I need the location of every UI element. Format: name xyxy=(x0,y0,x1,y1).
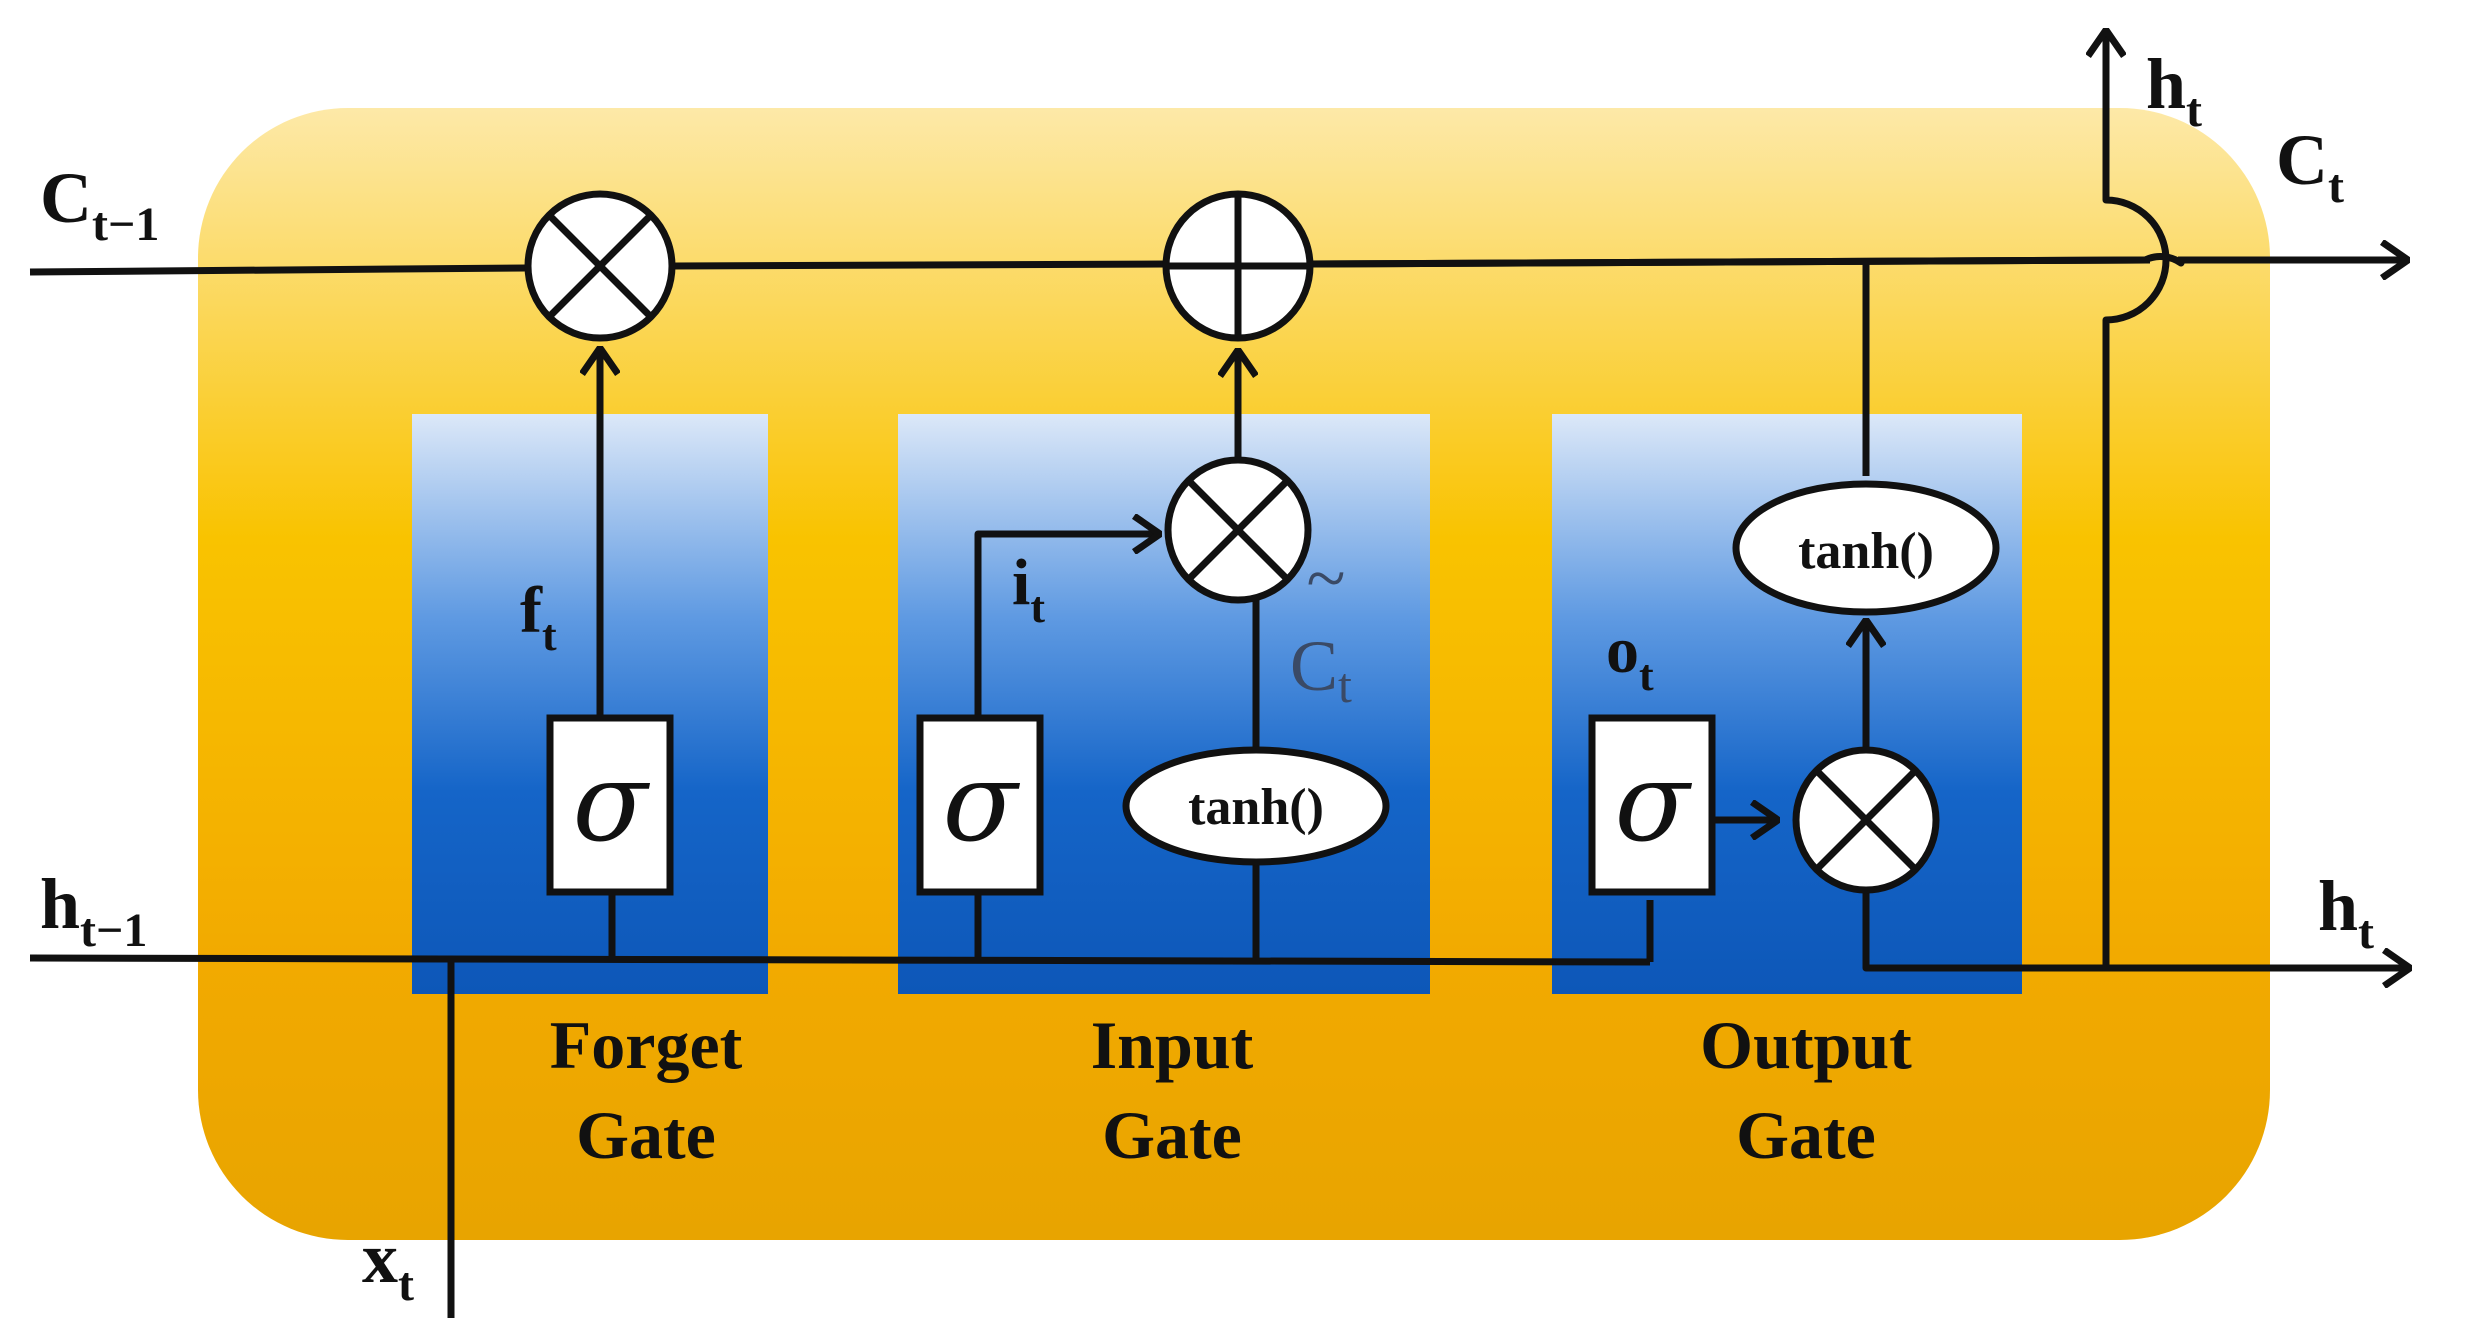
hidden-state-line-in xyxy=(29,954,1651,966)
output-gate-title: Output xyxy=(1700,1007,1912,1083)
multiply-icon xyxy=(1813,767,1919,873)
output-tanh-label: tanh() xyxy=(1798,523,1934,580)
input-sigma-symbol: σ xyxy=(942,738,1020,866)
input-gate-title: Input xyxy=(1091,1007,1254,1083)
output-tanh-node: tanh() xyxy=(1732,480,2000,616)
input-gate-panel xyxy=(898,414,1430,994)
forget-gate-title: Forget xyxy=(550,1007,743,1083)
output-sigma-box: σ xyxy=(1588,714,1716,896)
x-input-label: xt xyxy=(362,1218,414,1311)
input-gate-title-2: Gate xyxy=(1102,1097,1242,1173)
input-tanh-label: tanh() xyxy=(1188,779,1324,836)
cell-state-line-mid xyxy=(673,260,1167,270)
multiply-icon xyxy=(1185,477,1291,583)
hidden-top-label: ht xyxy=(2146,44,2202,137)
output-multiply-node xyxy=(1792,746,1940,894)
cell-out-label: Ct xyxy=(2276,120,2344,213)
multiply-icon xyxy=(546,212,654,320)
input-sigma-box: σ xyxy=(916,714,1044,896)
hidden-state-line-out xyxy=(1862,890,2410,968)
hidden-prev-label: ht−1 xyxy=(40,864,147,957)
output-gate-title-2: Gate xyxy=(1736,1097,1876,1173)
hidden-right-label: ht xyxy=(2318,866,2374,959)
hidden-state-up-line xyxy=(2106,30,2170,968)
output-signal-label: ot xyxy=(1606,614,1654,700)
input-multiply-node xyxy=(1164,456,1312,604)
cell-add-node xyxy=(1162,190,1314,342)
output-sigma-symbol: σ xyxy=(1614,738,1692,866)
input-signal-label: it xyxy=(1012,546,1045,632)
forget-gate-panel xyxy=(412,414,768,994)
candidate-accent: ~ xyxy=(1307,538,1346,618)
cell-prev-label: Ct−1 xyxy=(40,158,159,251)
candidate-symbol: Ct xyxy=(1290,626,1352,713)
add-icon xyxy=(1166,194,1310,338)
forget-sigma-box: σ xyxy=(546,714,674,896)
forget-multiply-node xyxy=(524,190,676,342)
cell-state-line-in xyxy=(29,264,527,276)
input-tanh-node: tanh() xyxy=(1122,746,1390,866)
forget-sigma-symbol: σ xyxy=(572,738,650,866)
forget-signal-label: ft xyxy=(520,574,557,660)
cell-state-line-out-2 xyxy=(1307,256,2151,268)
input-gate-signal-line xyxy=(974,534,1160,716)
candidate-label: ~ Ct xyxy=(1290,538,1352,713)
forget-gate-title-2: Gate xyxy=(576,1097,716,1173)
